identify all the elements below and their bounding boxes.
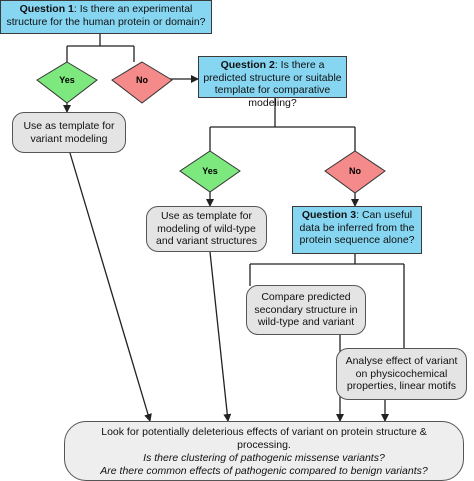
q1-split-line: [66, 34, 135, 62]
question-1-box: Question 1: Is there an experimental str…: [0, 0, 212, 34]
question-3-text: : Can useful data be inferred from the p…: [299, 209, 415, 246]
question-3-box: Question 3: Can useful data be inferred …: [292, 206, 422, 254]
yes-diamond-1: [36, 61, 98, 104]
q3-split-line: [249, 254, 405, 348]
q2-split-line: [209, 97, 356, 151]
no-label-2: No: [349, 166, 361, 176]
final-line-1: Look for potentially deleterious effects…: [101, 426, 427, 451]
compare-secondary-structure-box: Compare predicted secondary structure in…: [246, 285, 366, 335]
question-1-title: Question 1: [19, 3, 74, 15]
question-2-box: Question 2: Is there a predicted structu…: [198, 56, 347, 109]
question-1-text: : Is there an experimental structure for…: [6, 3, 206, 28]
analyse-physicochemical-text: Analyse effect of variant on physicochem…: [345, 355, 458, 393]
yes-diamond-2: [179, 150, 241, 193]
analyse-physicochemical-box: Analyse effect of variant on physicochem…: [336, 348, 467, 400]
yes-label-2: Yes: [202, 166, 218, 176]
wildtype-variant-modeling-text: Use as template for modeling of wild-typ…: [156, 210, 257, 248]
question-3-title: Question 3: [301, 209, 357, 221]
question-2-title: Question 2: [220, 59, 275, 71]
question-2-text: : Is there a predicted structure or suit…: [203, 59, 342, 109]
final-assessment-box: Look for potentially deleterious effects…: [64, 421, 464, 481]
wildtype-variant-modeling-box: Use as template for modeling of wild-typ…: [146, 206, 267, 252]
result2-to-final-arrow: [209, 251, 232, 422]
result1-to-final-arrow: [69, 152, 152, 422]
yes-label-1: Yes: [59, 75, 75, 85]
no-diamond-2: [324, 150, 386, 194]
variant-modeling-text: Use as template for variant modeling: [23, 120, 115, 145]
compare-secondary-structure-text: Compare predicted secondary structure in…: [254, 291, 358, 329]
final-line-2: Is there clustering of pathogenic missen…: [143, 452, 385, 464]
no-diamond-1: [111, 61, 173, 104]
final-line-3: Are there common effects of pathogenic c…: [100, 465, 428, 477]
variant-modeling-box: Use as template for variant modeling: [12, 112, 126, 153]
no-label-1: No: [136, 75, 148, 85]
